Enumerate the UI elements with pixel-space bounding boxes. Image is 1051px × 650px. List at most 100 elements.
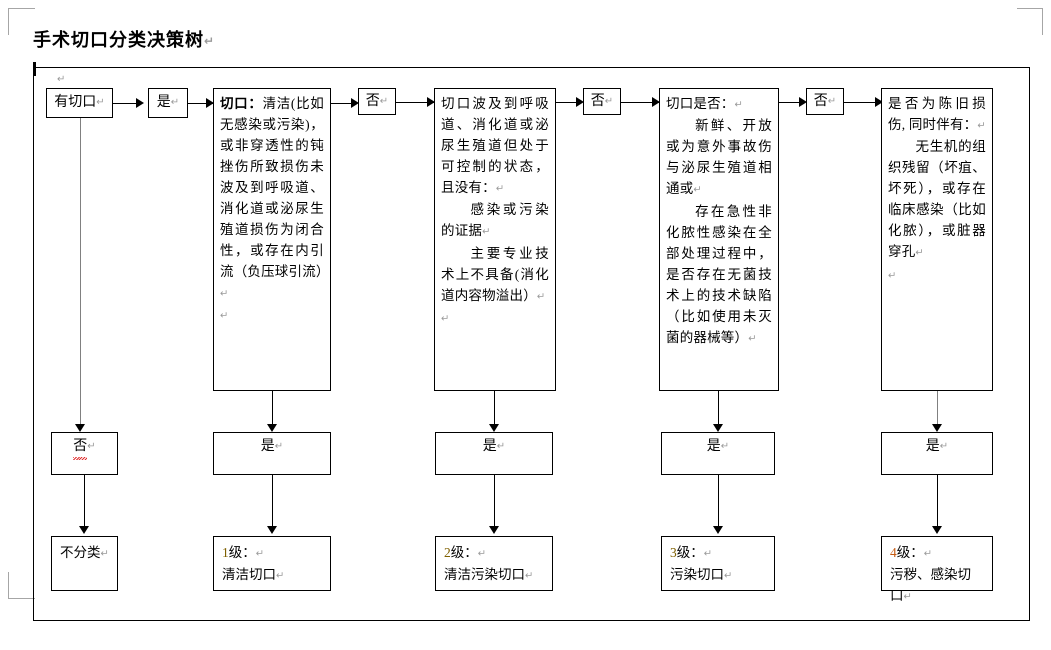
- node-gate-yes-1-label: 是: [156, 95, 171, 110]
- node-result-grade-1[interactable]: 1级：↵ 清洁切口↵: [213, 536, 331, 591]
- node-condition-2-item1: 感染或污染的证据: [441, 202, 549, 239]
- arrow-no-to-unclassified-icon: [79, 526, 89, 534]
- node-condition-2-line1: 切口波及到呼吸道、消化道或泌尿生殖道但处于可控制的状态，且没有：: [441, 96, 549, 195]
- connector-no-to-unclassified: [84, 475, 85, 528]
- paragraph-mark: ↵: [477, 548, 487, 560]
- connector-mid1-to-result1: [272, 475, 273, 528]
- page-corner-mark-bottom-left: [8, 572, 35, 599]
- paragraph-mark: ↵: [748, 333, 757, 345]
- node-result-grade-3-text: 污染切口: [670, 567, 724, 583]
- arrow-no1-to-cond2-icon: [427, 97, 435, 107]
- node-start-has-incision[interactable]: 有切口↵: [46, 88, 113, 118]
- paragraph-mark: ↵: [482, 226, 491, 238]
- paragraph-mark: ↵: [734, 99, 744, 111]
- node-result-grade-3-unit: 级：: [676, 545, 704, 560]
- arrow-mid2-to-result2-icon: [489, 526, 499, 534]
- node-result-grade-2-unit: 级：: [450, 545, 478, 560]
- node-mid-no-start-label: 否: [73, 437, 88, 461]
- paragraph-mark: ↵: [274, 441, 284, 452]
- paragraph-mark: ↵: [977, 120, 986, 132]
- paragraph-mark: ↵: [903, 591, 912, 603]
- arrow-cond1-to-mid1-icon: [267, 424, 277, 432]
- node-result-unclassified[interactable]: 不分类↵: [51, 536, 118, 591]
- page-corner-mark-top-left: [8, 8, 35, 35]
- paragraph-mark: ↵: [604, 95, 614, 107]
- connector-start-to-no-branch: [80, 118, 81, 426]
- node-condition-dirty[interactable]: 是否为陈旧损伤, 同时伴有：↵ 无生机的组织残留（坏疽、坏死），或存在临床感染（…: [881, 88, 993, 391]
- node-condition-clean[interactable]: 切口：清洁(比如无感染或污染)，或非穿透性的钝挫伤所致损伤未波及到呼吸道、消化道…: [213, 88, 331, 391]
- connector-gate1-to-cond1: [188, 103, 213, 104]
- node-mid-yes-1-label: 是: [260, 439, 275, 455]
- paragraph-mark: ↵: [220, 310, 229, 322]
- page-corner-mark-top-right: [1017, 8, 1043, 35]
- paragraph-mark: ↵: [724, 570, 733, 582]
- connector-cond4-to-mid4: [937, 391, 938, 426]
- arrow-cond2-to-mid2-icon: [489, 424, 499, 432]
- arrow-start-to-gate1-icon: [136, 98, 144, 108]
- arrow-mid3-to-result3-icon: [713, 526, 723, 534]
- paragraph-mark: ↵: [915, 247, 924, 259]
- node-result-grade-3[interactable]: 3级：↵ 污染切口↵: [661, 536, 775, 591]
- canvas-anchor-handle: [33, 62, 36, 76]
- paragraph-mark: ↵: [827, 95, 837, 107]
- arrow-cond3-to-mid3-icon: [713, 424, 723, 432]
- node-result-grade-4[interactable]: 4级：↵ 污秽、感染切口↵: [881, 536, 993, 603]
- paragraph-mark: ↵: [536, 291, 546, 303]
- paragraph-mark: ↵: [495, 183, 505, 195]
- page-title-text: 手术切口分类决策树: [33, 30, 204, 51]
- node-result-grade-2-text: 清洁污染切口: [444, 567, 525, 583]
- paragraph-mark: ↵: [379, 95, 389, 107]
- paragraph-mark: ↵: [204, 34, 216, 48]
- arrow-mid4-to-result4-icon: [932, 526, 942, 534]
- paragraph-mark: ↵: [693, 184, 702, 196]
- node-exit-no-3[interactable]: 否↵: [806, 88, 844, 115]
- connector-cond1-to-no1: [331, 103, 357, 104]
- node-condition-clean-prefix: 切口：: [220, 96, 263, 111]
- arrow-no2-to-cond3-icon: [652, 97, 660, 107]
- node-result-grade-1-text: 清洁切口: [222, 567, 276, 583]
- connector-cond1-to-mid1: [272, 391, 273, 426]
- connector-no1-to-cond2: [396, 102, 434, 103]
- node-condition-clean-contaminated[interactable]: 切口波及到呼吸道、消化道或泌尿生殖道但处于可控制的状态，且没有：↵ 感染或污染的…: [434, 88, 556, 391]
- connector-no3-to-cond4: [844, 102, 882, 103]
- paragraph-mark: ↵: [96, 97, 105, 108]
- paragraph-mark: ↵: [87, 441, 96, 452]
- node-mid-yes-3[interactable]: 是↵: [661, 432, 775, 475]
- arrow-cond1-to-no1-icon: [351, 98, 359, 108]
- node-result-grade-2[interactable]: 2级：↵ 清洁污染切口↵: [435, 536, 553, 591]
- node-gate-yes-1[interactable]: 是↵: [148, 88, 188, 118]
- node-condition-3-item1: 新鲜、开放或为意外事故伤与泌尿生殖道相通或: [666, 118, 772, 197]
- node-exit-no-1[interactable]: 否↵: [358, 88, 396, 115]
- node-mid-no-start[interactable]: 否↵: [51, 432, 118, 475]
- node-mid-yes-2[interactable]: 是↵: [435, 432, 553, 475]
- node-condition-2-item2: 主要专业技术上不具备(消化道内容物溢出）: [441, 245, 549, 303]
- node-start-label: 有切口: [54, 95, 97, 110]
- node-result-unclassified-text: 不分类: [60, 545, 101, 560]
- connector-no2-to-cond3: [621, 102, 659, 103]
- arrow-start-to-no-branch-icon: [75, 424, 85, 432]
- node-result-grade-4-text: 污秽、感染切口: [890, 567, 971, 604]
- node-mid-yes-1[interactable]: 是↵: [213, 432, 331, 475]
- node-result-grade-1-number: 1: [222, 545, 229, 560]
- paragraph-mark: ↵: [276, 570, 285, 582]
- node-condition-3-line1: 切口是否：: [666, 96, 735, 111]
- paragraph-mark: ↵: [441, 313, 450, 325]
- node-condition-contaminated[interactable]: 切口是否：↵ 新鲜、开放或为意外事故伤与泌尿生殖道相通或↵ 存在急性非化脓性感染…: [659, 88, 779, 391]
- drawing-canvas[interactable]: [33, 67, 1030, 621]
- node-result-grade-4-number: 4: [890, 545, 897, 560]
- node-exit-no-2[interactable]: 否↵: [583, 88, 621, 115]
- node-mid-yes-4[interactable]: 是↵: [881, 432, 993, 475]
- page-title: 手术切口分类决策树↵: [33, 26, 215, 52]
- paragraph-mark: ↵: [923, 548, 933, 560]
- node-result-grade-4-unit: 级：: [896, 545, 924, 560]
- arrow-mid1-to-result1-icon: [267, 526, 277, 534]
- paragraph-mark: ↵: [525, 570, 534, 582]
- arrow-gate1-to-cond1-icon: [206, 98, 214, 108]
- node-mid-yes-3-label: 是: [706, 439, 721, 455]
- node-exit-no-3-label: 否: [813, 93, 828, 109]
- paragraph-mark: ↵: [100, 548, 109, 560]
- connector-cond3-to-mid3: [718, 391, 719, 426]
- paragraph-mark: ↵: [220, 288, 229, 300]
- node-mid-yes-4-label: 是: [925, 439, 940, 455]
- node-exit-no-2-label: 否: [590, 93, 605, 109]
